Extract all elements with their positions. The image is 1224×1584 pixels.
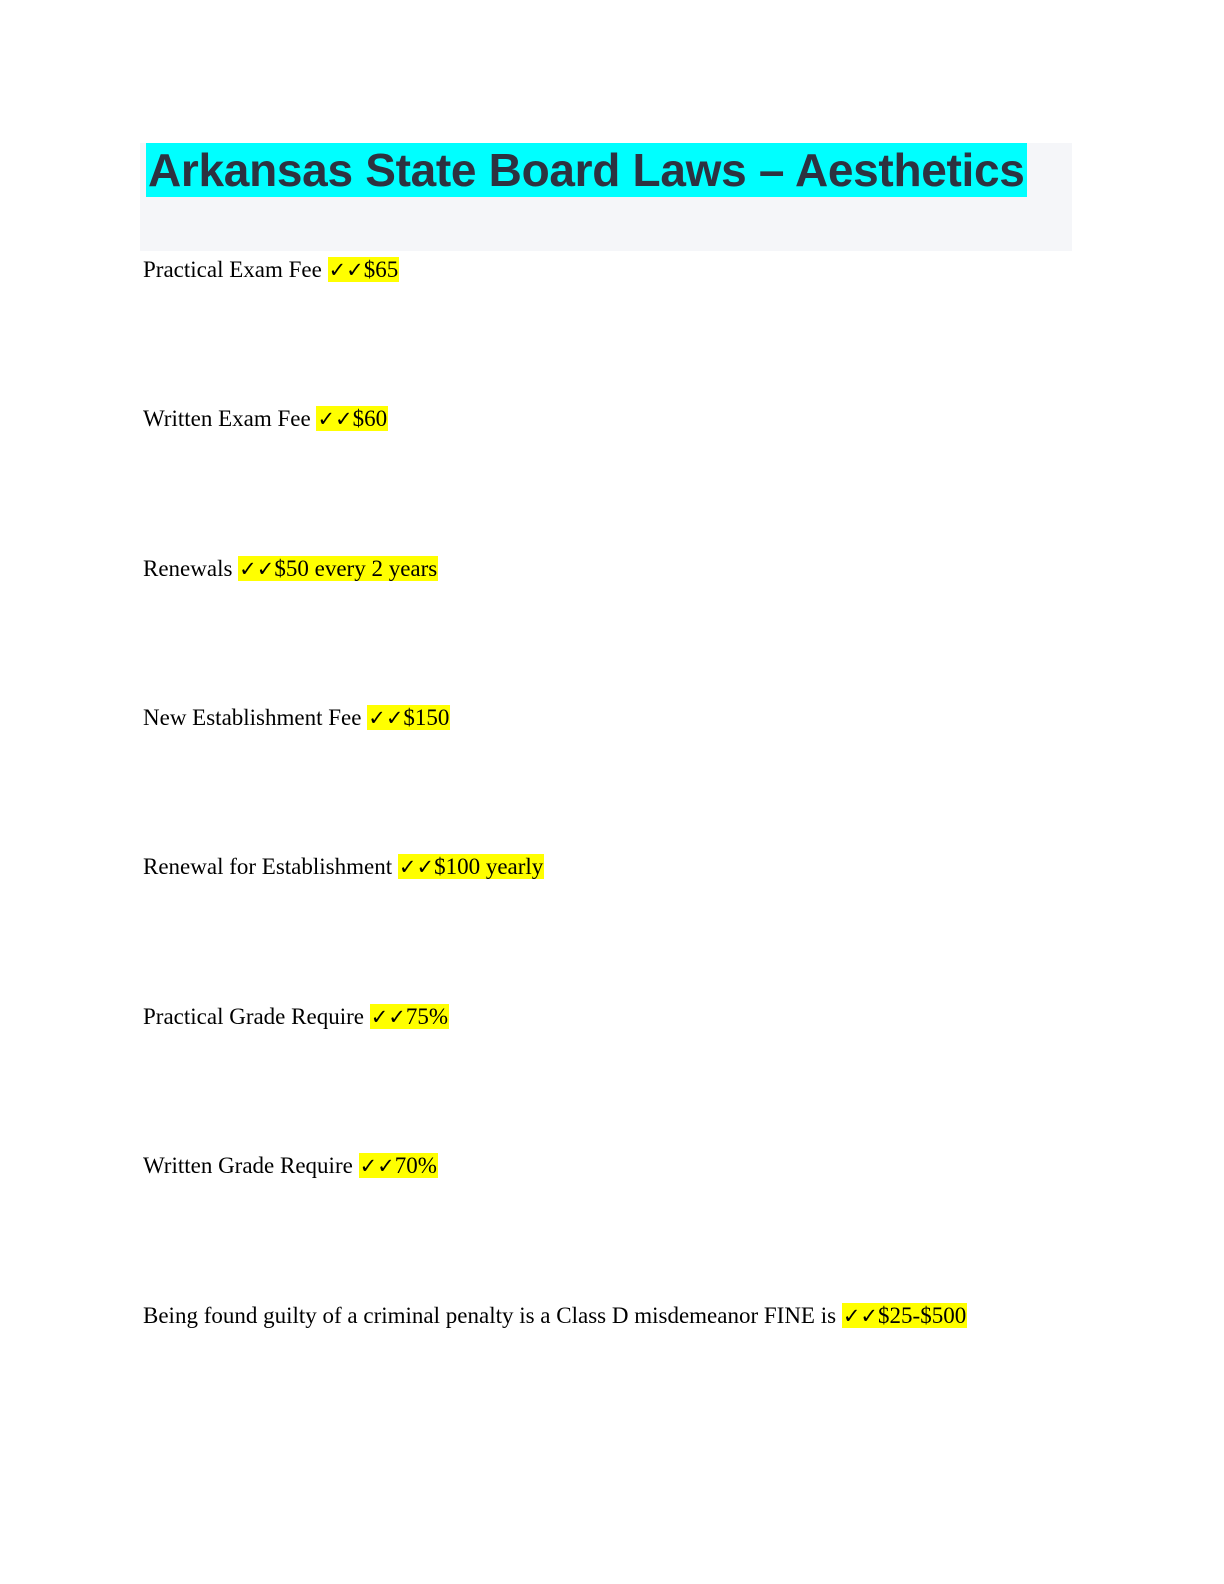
question-text: Practical Grade Require (143, 1004, 364, 1029)
answer-highlight: ✓✓$50 every 2 years (238, 556, 439, 581)
check-mark-icon: ✓✓ (359, 1154, 395, 1178)
qa-item: Practical Exam Fee ✓✓$65 (143, 256, 400, 284)
qa-item: Written Exam Fee ✓✓$60 (143, 405, 389, 433)
answer-highlight: ✓✓$100 yearly (397, 854, 545, 879)
question-text: Written Grade Require (143, 1153, 353, 1178)
check-mark-icon: ✓✓ (328, 258, 364, 282)
answer-highlight: ✓✓70% (358, 1153, 438, 1178)
answer-text: $50 every 2 years (274, 556, 438, 581)
question-text: Written Exam Fee (143, 406, 311, 431)
check-mark-icon: ✓✓ (239, 557, 275, 581)
document-title: Arkansas State Board Laws – Aesthetics (146, 143, 1027, 197)
qa-item: New Establishment Fee ✓✓$150 (143, 704, 451, 732)
answer-text: 70% (394, 1153, 437, 1178)
qa-item: Being found guilty of a criminal penalty… (143, 1302, 968, 1330)
answer-text: $60 (352, 406, 388, 431)
check-mark-icon: ✓✓ (398, 855, 435, 879)
question-text: Renewal for Establishment (143, 854, 393, 879)
answer-highlight: ✓✓$60 (316, 406, 389, 431)
question-text: Being found guilty of a criminal penalty… (143, 1303, 837, 1328)
answer-highlight: ✓✓75% (369, 1004, 450, 1029)
answer-text: 75% (405, 1004, 449, 1029)
answer-highlight: ✓✓$65 (327, 257, 400, 282)
answer-highlight: ✓✓$25-$500 (841, 1303, 968, 1328)
qa-item: Renewal for Establishment ✓✓$100 yearly (143, 853, 545, 881)
qa-item: Practical Grade Require ✓✓75% (143, 1003, 450, 1031)
answer-highlight: ✓✓$150 (367, 705, 451, 730)
qa-item: Written Grade Require ✓✓70% (143, 1152, 438, 1180)
check-mark-icon: ✓✓ (842, 1304, 879, 1328)
question-text: Renewals (143, 556, 233, 581)
check-mark-icon: ✓✓ (370, 1005, 406, 1029)
answer-text: $25-$500 (878, 1303, 967, 1328)
question-text: New Establishment Fee (143, 705, 362, 730)
answer-text: $65 (363, 257, 399, 282)
answer-text: $100 yearly (434, 854, 544, 879)
qa-item: Renewals ✓✓$50 every 2 years (143, 555, 439, 583)
answer-text: $150 (403, 705, 450, 730)
check-mark-icon: ✓✓ (368, 706, 404, 730)
question-text: Practical Exam Fee (143, 257, 322, 282)
check-mark-icon: ✓✓ (317, 407, 353, 431)
